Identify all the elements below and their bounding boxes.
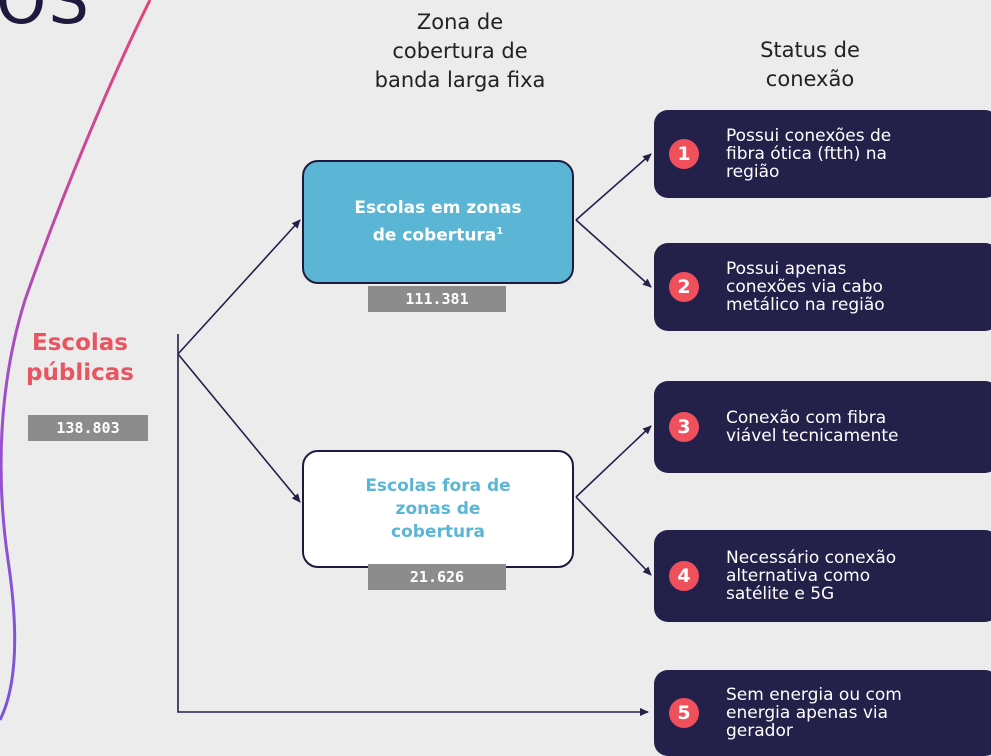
edge-out-status4 [575, 496, 652, 576]
status-text: Possui apenas conexões via cabo metálico… [726, 259, 885, 315]
header-coverage-zone: Zona de cobertura de banda larga fixa [374, 10, 546, 92]
status-number-badge: 5 [669, 698, 699, 728]
header-connection-status: Status de conexão [760, 38, 860, 91]
slide-title-fragment: OS [0, 0, 91, 39]
status-box-1: 1 Possui conexões de fibra ótica (ftth) … [654, 110, 991, 198]
root-count: 138.803 [28, 415, 148, 441]
node-out-coverage: Escolas fora de zonas de cobertura [302, 450, 574, 568]
status-box-4: 4 Necessário conexão alternativa como sa… [654, 530, 991, 622]
status-box-5: 5 Sem energia ou com energia apenas via … [654, 670, 991, 756]
status-number-badge: 3 [669, 412, 699, 442]
edge-root-out [177, 353, 301, 503]
footnote-marker: 1 [496, 225, 504, 237]
in-coverage-count: 111.381 [368, 286, 506, 312]
node-in-coverage-line1: Escolas em zonas [354, 197, 522, 218]
node-in-coverage: Escolas em zonas de cobertura1 [302, 160, 574, 284]
status-number-badge: 1 [669, 139, 699, 169]
edge-out-status3 [575, 425, 652, 498]
status-text: Sem energia ou com energia apenas via ge… [726, 685, 902, 741]
root-node-label: Escolas públicas [26, 330, 134, 386]
status-box-2: 2 Possui apenas conexões via cabo metáli… [654, 243, 991, 331]
edge-in-status2 [575, 219, 652, 288]
edge-root-in [177, 219, 301, 355]
edge-root-status5 [177, 334, 649, 716]
status-number-badge: 2 [669, 272, 699, 302]
node-in-coverage-line2: de cobertura1 [372, 225, 504, 246]
status-text: Conexão com fibra viável tecnicamente [726, 408, 899, 446]
status-text: Necessário conexão alternativa como saté… [726, 548, 897, 604]
edge-in-status1 [575, 153, 652, 221]
status-number-badge: 4 [669, 561, 699, 591]
out-coverage-count: 21.626 [368, 564, 506, 590]
status-text: Possui conexões de fibra ótica (ftth) na… [726, 126, 892, 182]
status-box-3: 3 Conexão com fibra viável tecnicamente [654, 381, 991, 473]
